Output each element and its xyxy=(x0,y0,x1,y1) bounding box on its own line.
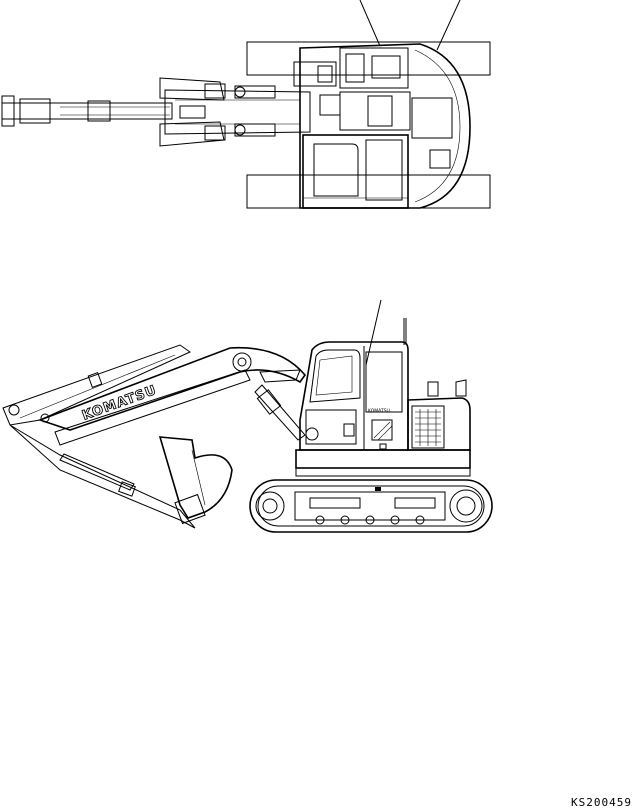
side-cab xyxy=(299,341,409,451)
side-boom xyxy=(37,346,307,431)
cab-badge-text: KOMATSU xyxy=(368,408,390,414)
side-leader-line xyxy=(365,299,382,366)
top-view xyxy=(1,0,491,209)
idler-wheel xyxy=(255,491,285,521)
side-arm xyxy=(2,344,192,426)
engine-grille xyxy=(415,409,441,446)
figure-reference-code: KS200459 xyxy=(571,796,632,809)
cab-door-window xyxy=(365,351,403,413)
top-track-lower xyxy=(246,174,491,209)
top-leader-line-1 xyxy=(359,0,381,47)
side-bucket xyxy=(158,436,233,519)
top-track-upper xyxy=(246,41,491,76)
side-view: KOMATSU xyxy=(2,299,493,533)
top-engine-compartment xyxy=(339,47,409,89)
top-cab xyxy=(302,134,409,209)
side-upper-body xyxy=(295,449,471,469)
top-boom xyxy=(164,89,311,135)
top-arm xyxy=(1,102,173,120)
cab-front-window xyxy=(309,349,361,403)
top-upper-structure xyxy=(299,43,471,209)
sprocket-wheel xyxy=(449,489,483,523)
side-track xyxy=(249,479,493,533)
side-engine-hood xyxy=(407,397,471,451)
